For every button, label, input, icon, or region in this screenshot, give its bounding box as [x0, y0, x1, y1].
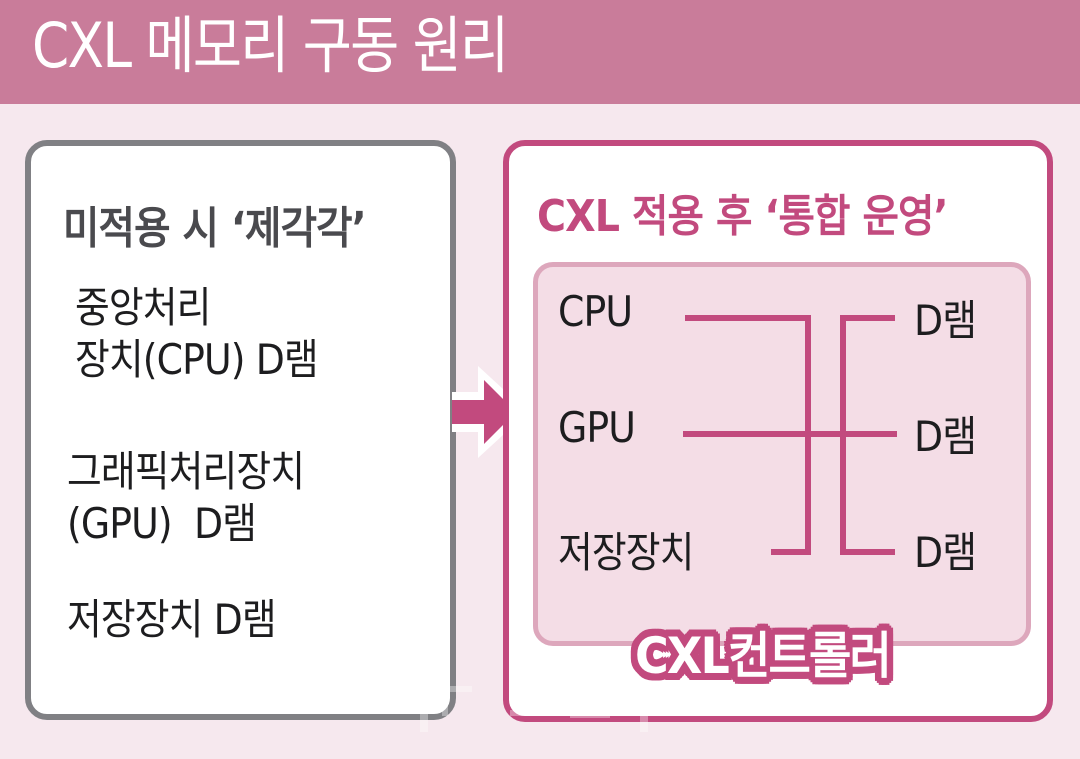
before-cxl-heading: 미적용 시 ‘제각각’ [63, 203, 367, 254]
storage-dram-item: 저장장치 D램 [67, 594, 277, 646]
gpu-dram-item: 그래픽처리장치 (GPU) D램 [67, 446, 305, 550]
right-arrow-icon [452, 366, 528, 458]
source-gpu: GPU [558, 403, 636, 452]
target-dram-1: D램 [914, 296, 977, 345]
gpu-dram-line-2: (GPU) D램 [67, 499, 257, 548]
cxl-connection-lines [683, 315, 897, 555]
cxl-controller-label: CXL컨트롤러 [635, 627, 892, 685]
header-banner: CXL 메모리 구동 원리 [0, 0, 1080, 104]
cpu-dram-line-2: 장치(CPU) D램 [75, 335, 319, 384]
gpu-dram-line-1: 그래픽처리장치 [67, 447, 305, 496]
after-cxl-heading: CXL 적용 후 ‘통합 운영’ [537, 191, 949, 242]
before-cxl-panel: 미적용 시 ‘제각각’ 중앙처리 장치(CPU) D램 그래픽처리장치 (GPU… [25, 140, 456, 720]
watermark-logo [420, 680, 648, 732]
diagram-title: CXL 메모리 구동 원리 [32, 9, 509, 82]
source-cpu: CPU [558, 287, 633, 336]
target-dram-2: D램 [914, 412, 977, 461]
cpu-dram-line-1: 중앙처리 [75, 283, 211, 332]
cxl-shared-memory-pool: CPU GPU 저장장치 D램 D램 D램 [533, 262, 1031, 646]
target-dram-3: D램 [914, 528, 977, 577]
storage-dram-line-1: 저장장치 D램 [67, 595, 277, 644]
cpu-dram-item: 중앙처리 장치(CPU) D램 [75, 282, 319, 386]
source-storage: 저장장치 [558, 528, 694, 577]
after-cxl-panel: CXL 적용 후 ‘통합 운영’ CPU GPU 저장장치 D램 D램 D램 C… [503, 140, 1053, 722]
